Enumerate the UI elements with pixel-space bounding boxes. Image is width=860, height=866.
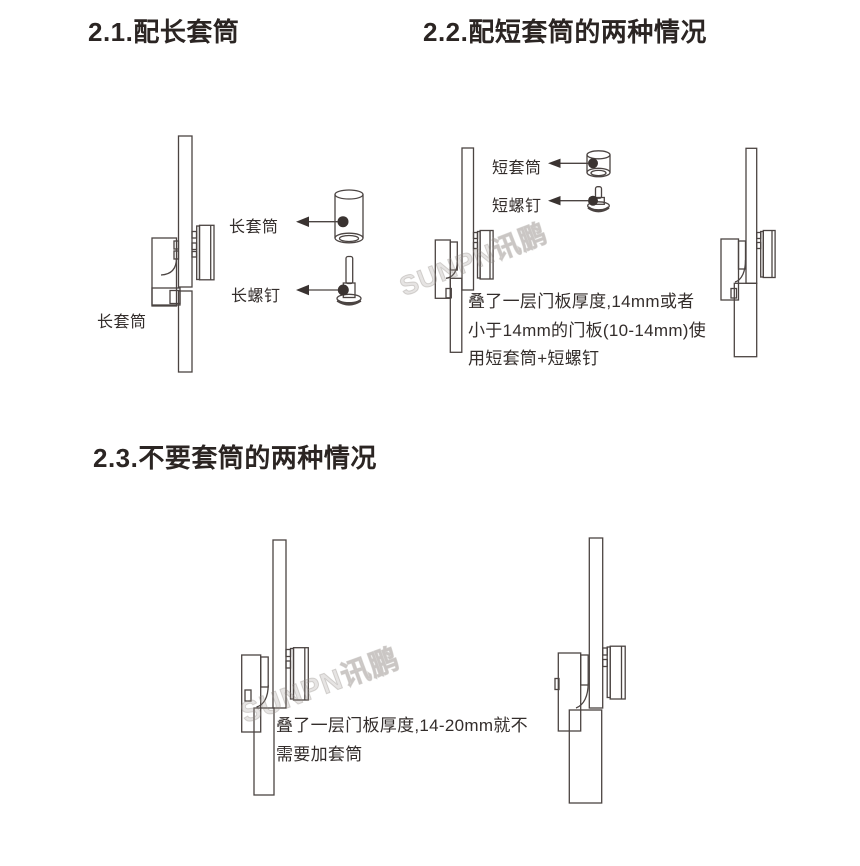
long-screw-callout-arrow-icon [296, 284, 349, 296]
label-long-sleeve: 长套筒 [229, 219, 279, 236]
label-long-screw: 长螺钉 [231, 288, 281, 305]
label-installed-long-sleeve: 长套筒 [97, 314, 147, 331]
long-sleeve-icon [334, 189, 364, 244]
lock-diagram-2-2-left [434, 147, 494, 353]
label-short-sleeve: 短套筒 [492, 160, 542, 177]
note-2-2-line-3: 用短套筒+短螺钉 [468, 349, 600, 368]
heading-2-1: 2.1.配长套筒 [88, 17, 240, 47]
note-2-3: 叠了一层门板厚度,14-20mm就不 需要加套筒 [276, 712, 528, 769]
lock-diagram-2-1 [151, 135, 215, 373]
note-2-2-line-2: 小于14mm的门板(10-14mm)使 [468, 320, 707, 340]
lock-diagram-2-3-left [241, 539, 309, 796]
short-screw-icon [587, 186, 610, 213]
note-2-2: 叠了一层门板厚度,14mm或者 小于14mm的门板(10-14mm)使 用短套筒… [468, 288, 706, 374]
short-screw-callout-arrow-icon [548, 195, 598, 206]
heading-2-3: 2.3.不要套筒的两种情况 [93, 443, 377, 473]
lock-diagram-2-2-right [720, 147, 776, 358]
note-2-3-line-1: 叠了一层门板厚度,14-20mm就不 [276, 716, 528, 735]
short-sleeve-callout-arrow-icon [548, 158, 598, 169]
lock-diagram-2-3-right [554, 537, 626, 804]
note-2-2-line-1: 叠了一层门板厚度,14mm或者 [468, 292, 695, 311]
long-sleeve-callout-arrow-icon [296, 216, 349, 228]
long-screw-icon [336, 255, 362, 306]
label-short-screw: 短螺钉 [492, 198, 542, 215]
note-2-3-line-2: 需要加套筒 [276, 744, 363, 764]
heading-2-2: 2.2.配短套筒的两种情况 [423, 17, 707, 47]
